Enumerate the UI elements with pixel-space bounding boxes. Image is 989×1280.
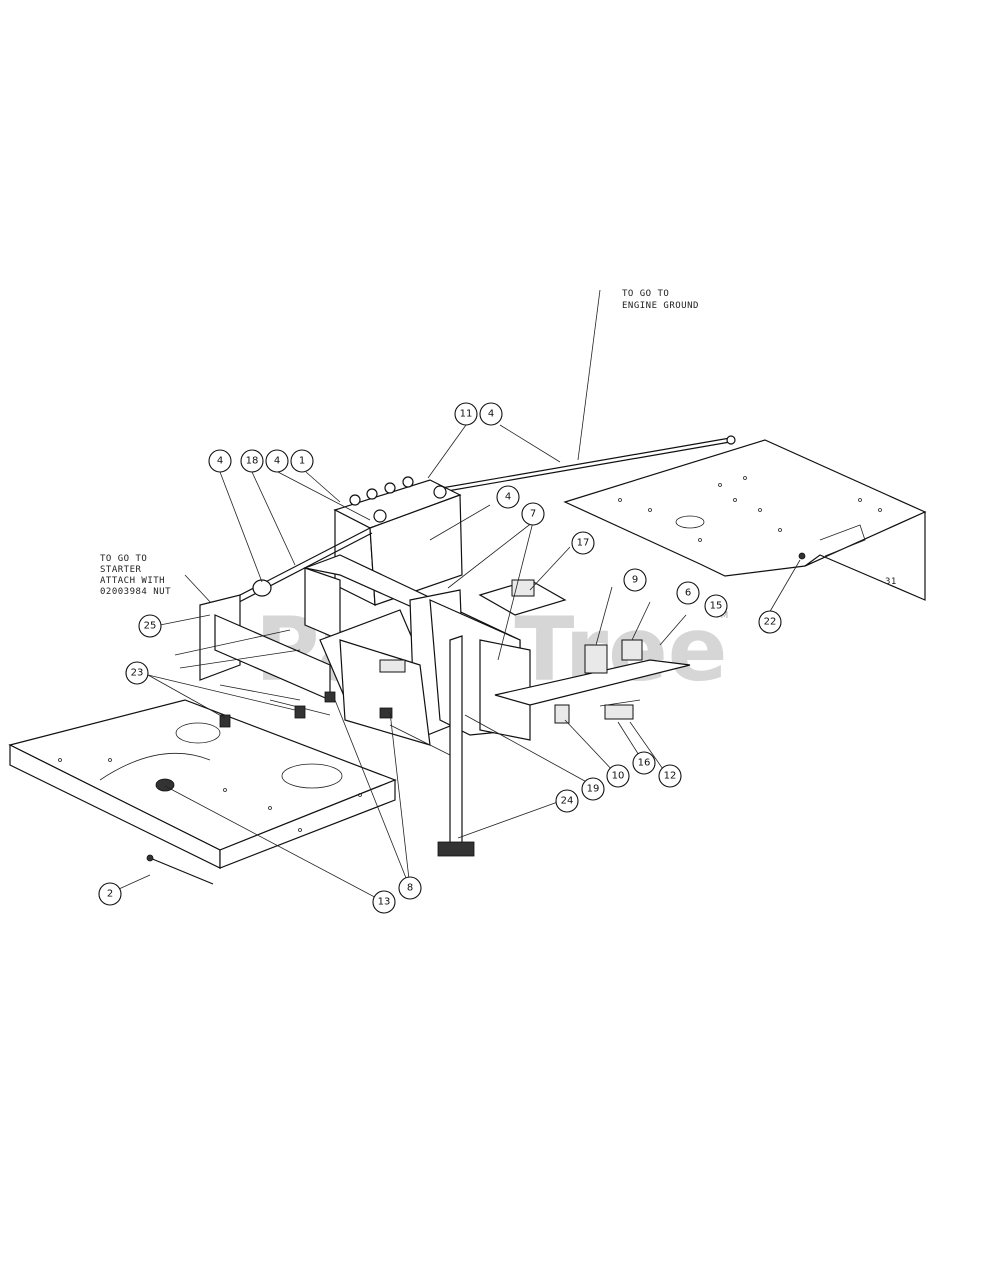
callout-25: 25: [138, 614, 162, 638]
svg-text:13: 13: [378, 897, 391, 908]
callout-18: 18: [240, 449, 264, 473]
callout-4-left: 4: [208, 449, 232, 473]
callout-1: 1: [290, 449, 314, 473]
svg-text:12: 12: [664, 771, 677, 782]
svg-text:24: 24: [561, 796, 574, 807]
svg-text:4: 4: [488, 409, 494, 420]
svg-text:4: 4: [217, 456, 223, 467]
svg-text:1: 1: [299, 456, 305, 467]
leader-lines: [109, 424, 801, 903]
callout-22: 22: [758, 610, 782, 634]
strap: [437, 635, 475, 857]
control-panel: [494, 639, 691, 724]
callout-19: 19: [581, 777, 605, 801]
ground-cable: TO GO TO ENGINE GROUND: [429, 289, 736, 495]
svg-text:23: 23: [131, 668, 144, 679]
note-engine-ground-1: TO GO TO: [622, 289, 669, 299]
svg-text:6: 6: [685, 588, 691, 599]
callout-17: 17: [571, 531, 595, 555]
callout-10: 10: [606, 764, 630, 788]
svg-text:4: 4: [274, 456, 280, 467]
callout-16: 16: [632, 751, 656, 775]
callout-24: 24: [555, 789, 579, 813]
callout-6: 6: [676, 581, 700, 605]
svg-text:9: 9: [632, 575, 638, 586]
svg-text:7: 7: [530, 509, 536, 520]
callout-13: 13: [372, 890, 396, 914]
battery: [333, 476, 463, 607]
hardware: [146, 691, 393, 885]
base-plate: [8, 699, 397, 869]
svg-text:18: 18: [246, 456, 259, 467]
note-starter-3: ATTACH WITH: [100, 576, 165, 586]
svg-text:22: 22: [764, 617, 777, 628]
svg-text:17: 17: [577, 538, 590, 549]
callout-11: 11: [454, 402, 478, 426]
callout-4-top: 4: [479, 402, 503, 426]
note-engine-ground-2: ENGINE GROUND: [622, 301, 699, 311]
svg-text:25: 25: [144, 621, 157, 632]
callout-12: 12: [658, 764, 682, 788]
note-starter-2: STARTER: [100, 565, 142, 575]
svg-text:15: 15: [710, 601, 723, 612]
svg-text:2: 2: [107, 889, 113, 900]
svg-text:4: 4: [505, 492, 511, 503]
callout-7: 7: [521, 502, 545, 526]
battery-tray: [174, 554, 531, 761]
switch-bracket-17: [478, 579, 567, 616]
callout-4-right: 4: [496, 485, 520, 509]
right-plate: 31: [563, 439, 927, 601]
svg-text:11: 11: [460, 409, 473, 420]
callout-2: 2: [98, 882, 122, 906]
svg-text:16: 16: [638, 758, 651, 769]
callout-4-mid: 4: [265, 449, 289, 473]
svg-text:8: 8: [407, 883, 413, 894]
svg-text:19: 19: [587, 784, 600, 795]
callout-15: 15: [704, 594, 728, 618]
callout-9: 9: [623, 568, 647, 592]
callout-8: 8: [398, 876, 422, 900]
note-starter-1: TO GO TO: [100, 554, 147, 564]
note-starter-4: 02003984 NUT: [100, 587, 171, 597]
svg-text:10: 10: [612, 771, 625, 782]
plate-mark: 31: [885, 577, 897, 587]
callout-23: 23: [125, 661, 149, 685]
